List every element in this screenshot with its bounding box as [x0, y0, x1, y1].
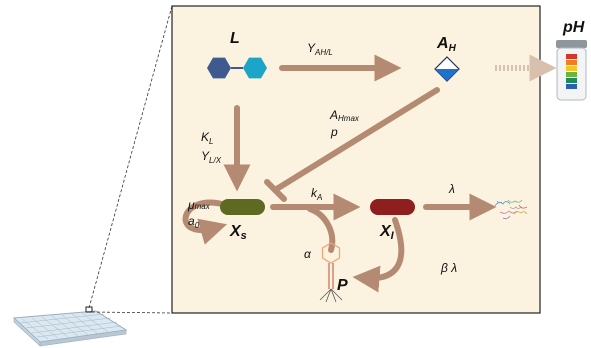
acid-inhibition-line: [272, 87, 440, 193]
lysed-cell-debris-icon: [494, 199, 528, 220]
microplate-icon: [12, 306, 128, 347]
phage-adsorption-curve: [307, 206, 336, 253]
lysis-rate-label: λ: [448, 182, 455, 196]
phage-label: P: [337, 277, 348, 294]
lactose-molecule-icon: [207, 57, 267, 79]
acid-label: AH: [436, 35, 457, 54]
susceptible-bacteria-label: Xs: [229, 223, 247, 242]
growth-loop-arrow: [182, 199, 227, 245]
lactose-label: L: [230, 30, 240, 47]
susceptible-bacterium-icon: [220, 199, 265, 215]
adsorption-rate-label: kA: [311, 186, 322, 202]
infected-bacterium-icon: [370, 199, 415, 215]
lag-parameter-label: a0: [188, 214, 200, 230]
phage-release-arrow: [352, 217, 405, 293]
inhibition-exponent-label: p: [330, 125, 338, 139]
zoom-line-top: [88, 5, 173, 309]
max-acid-label: AHmax: [329, 108, 360, 123]
alpha-label: α: [304, 247, 312, 261]
infected-bacteria-label: XI: [379, 223, 395, 242]
half-saturation-label: KL: [201, 130, 213, 146]
inhibition-bar: [264, 179, 287, 202]
yield-biomass-label: YL/X: [201, 149, 222, 165]
zoom-line-bottom: [91, 311, 173, 314]
ph-strip-tube-icon: [556, 40, 587, 101]
acid-diamond-icon: [434, 56, 460, 82]
burst-label: β λ: [440, 261, 457, 275]
phage-icon: [319, 242, 343, 303]
ph-label: pH: [562, 19, 585, 36]
zoom-panel: [171, 5, 541, 314]
max-growth-rate-label: μmax: [187, 198, 211, 212]
yield-acid-label: YAH/L: [307, 41, 333, 57]
